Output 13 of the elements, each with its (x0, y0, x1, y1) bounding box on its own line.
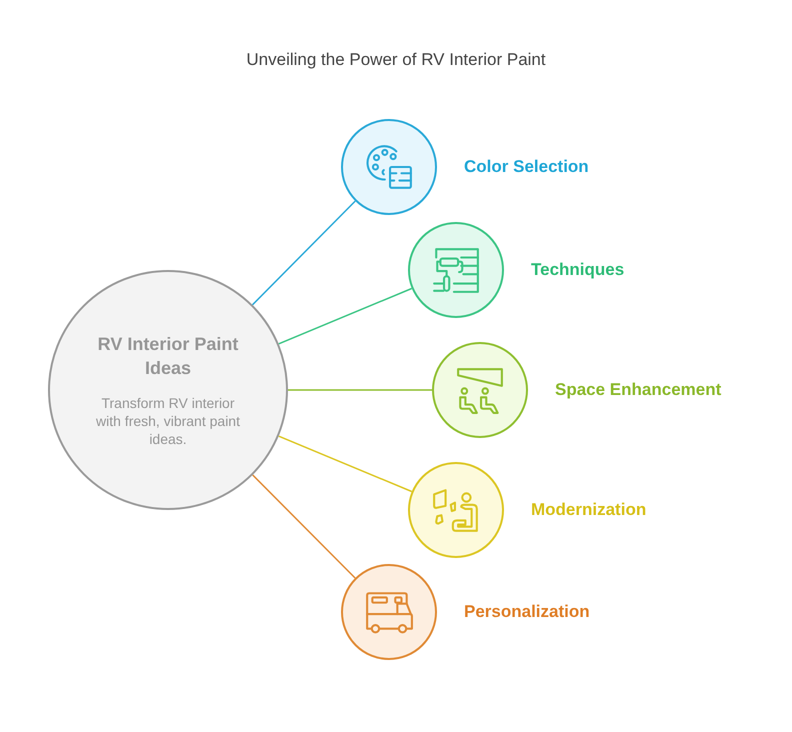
connector-line (252, 474, 356, 579)
branch-label: Personalization (464, 601, 590, 623)
branch-label: Space Enhancement (555, 379, 722, 401)
diagram-title: Unveiling the Power of RV Interior Paint (246, 49, 546, 71)
connector-line (288, 389, 432, 391)
branch-label: Techniques (531, 259, 624, 281)
topic-title: RV Interior Paint Ideas (96, 333, 240, 380)
connector-line (278, 436, 412, 492)
connector-line (252, 200, 356, 306)
branch-label: Modernization (531, 499, 646, 521)
topic-description: Transform RV interior with fresh, vibrant paint ideas. (95, 394, 241, 448)
connector-line (278, 288, 412, 344)
branch-label: Color Selection (464, 156, 589, 178)
